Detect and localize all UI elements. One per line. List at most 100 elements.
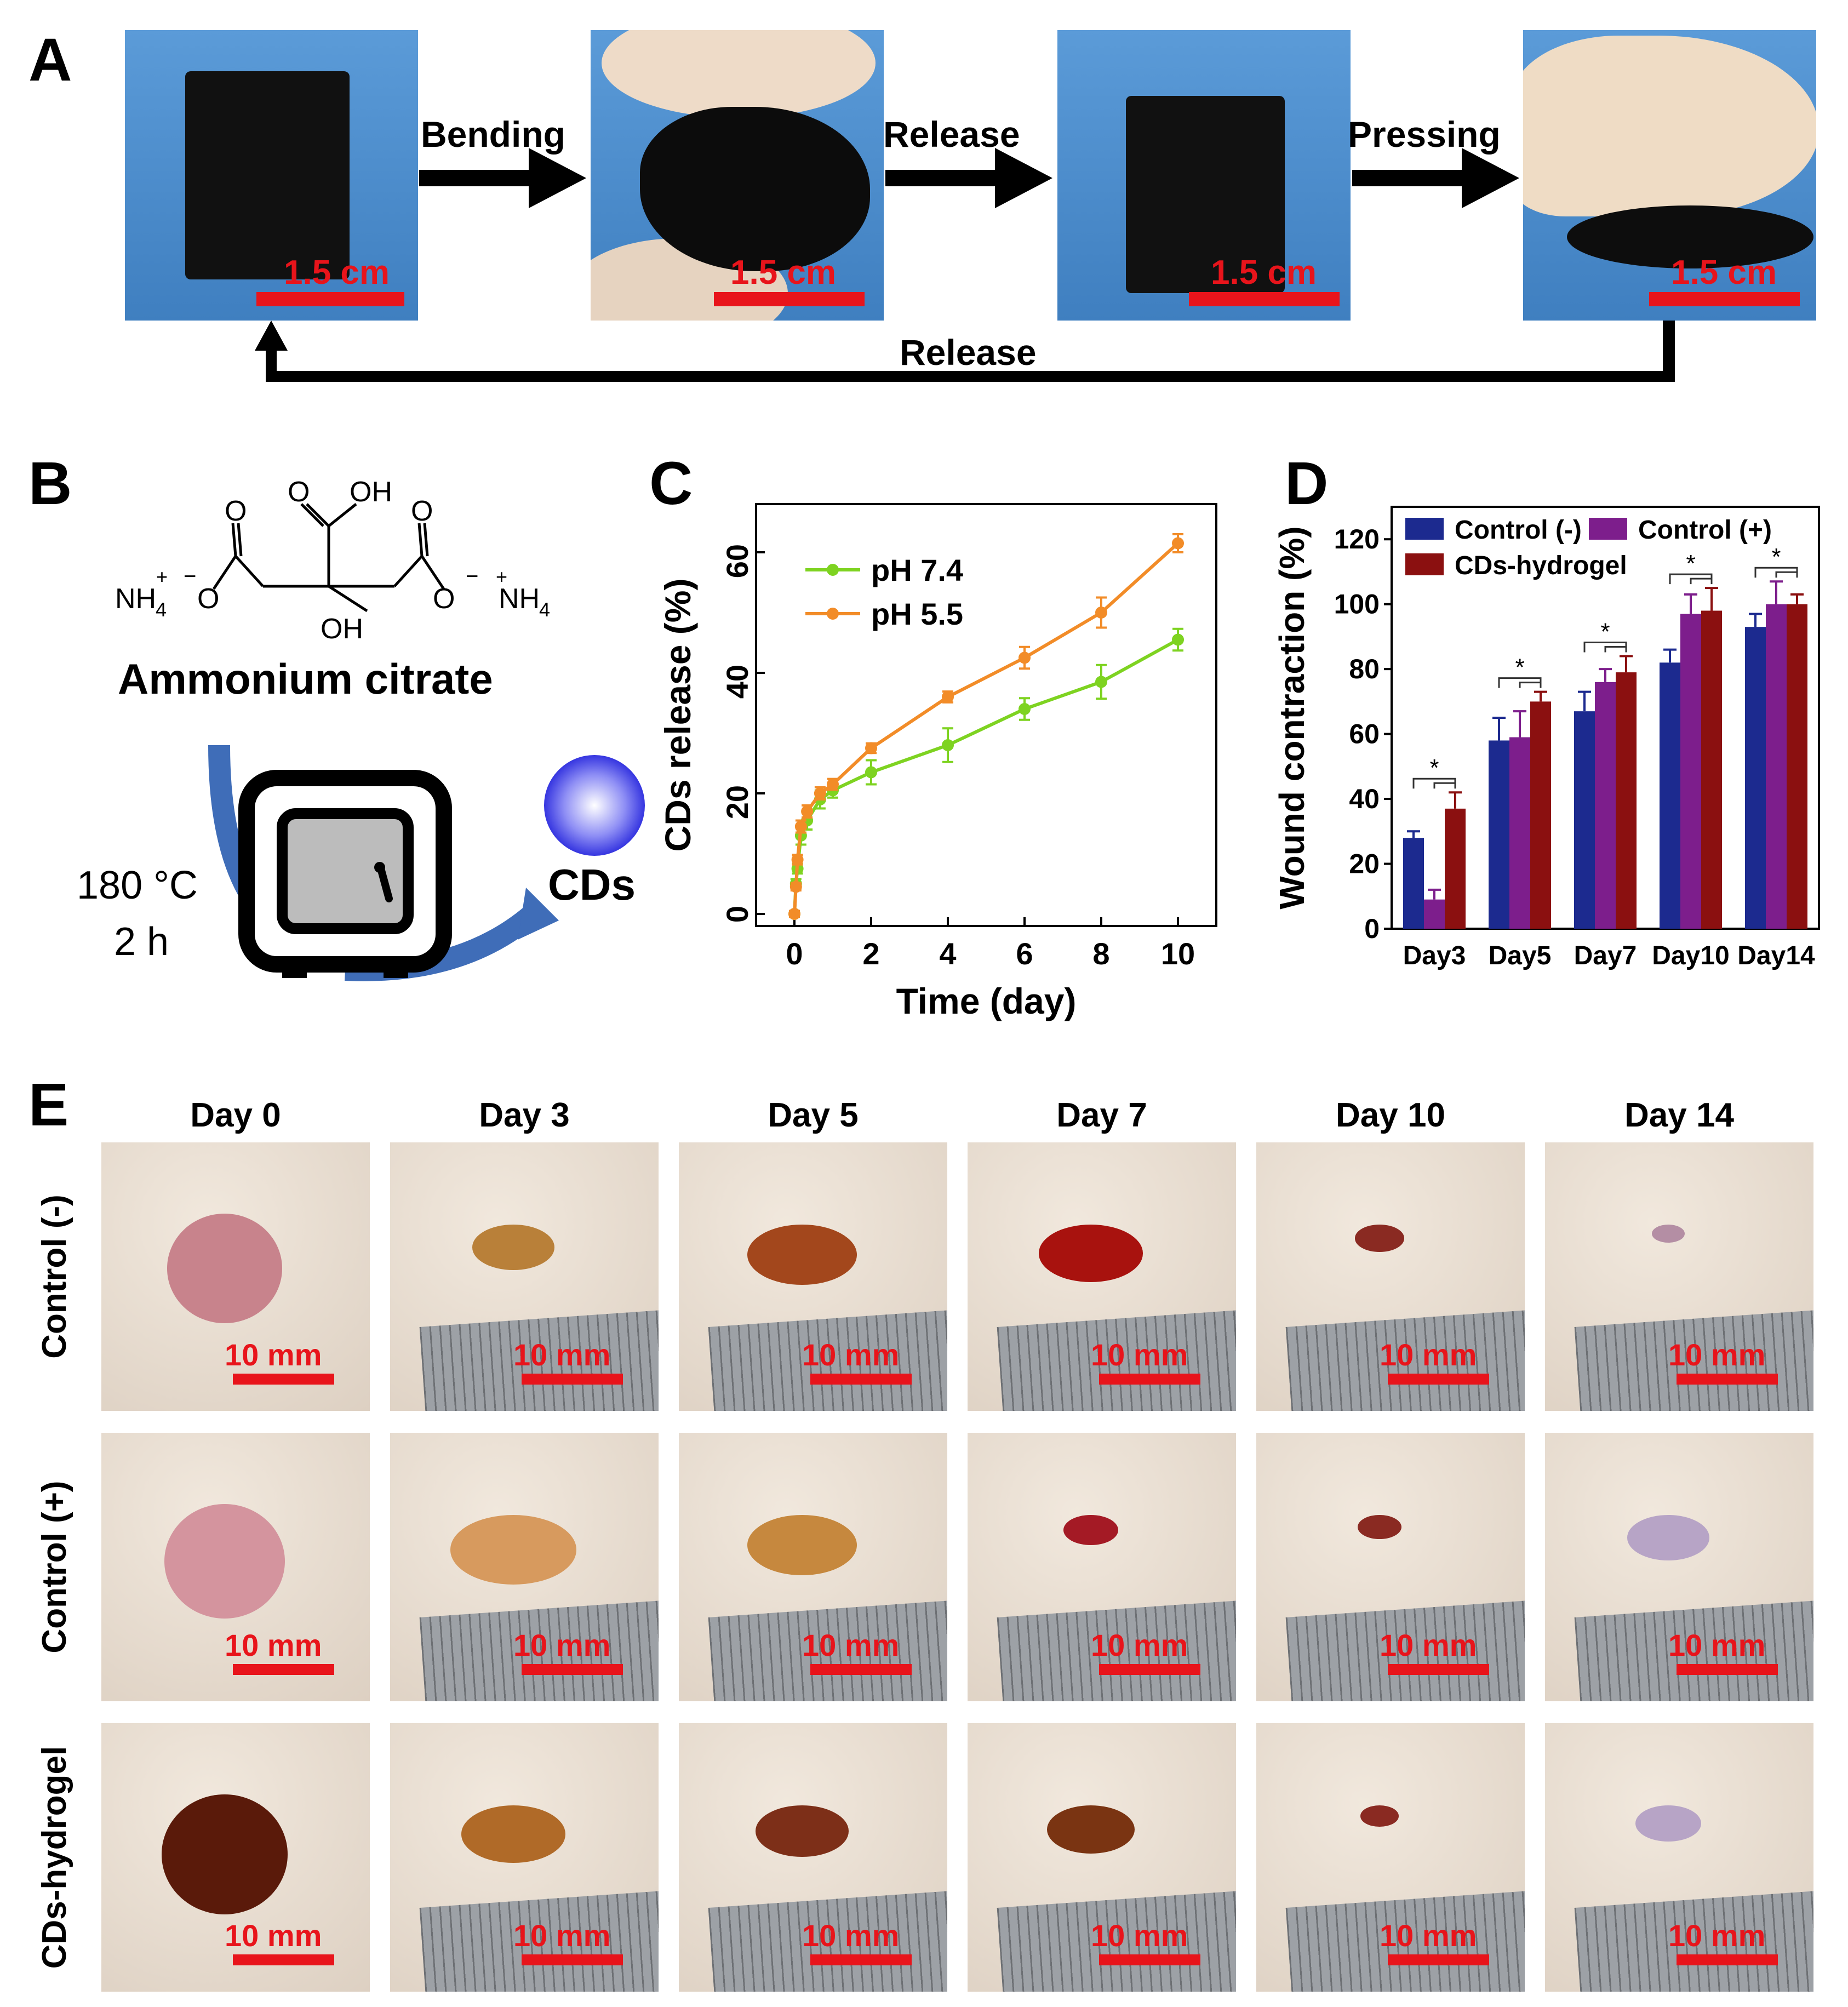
y-tick-label: 120	[1334, 524, 1380, 554]
data-point	[865, 742, 877, 754]
x-tick-label: 0	[786, 936, 803, 971]
wound-photo: 10 mm	[390, 1142, 659, 1411]
wound	[1039, 1225, 1143, 1282]
wound-photo: 10 mm	[390, 1723, 659, 1992]
column-header: Day 14	[1624, 1096, 1734, 1134]
arrow-return-release	[255, 321, 1675, 382]
scale-label: 10 mm	[802, 1918, 900, 1953]
scale-label: 10 mm	[513, 1918, 611, 1953]
scale-bar	[1677, 1954, 1778, 1965]
scale-bar	[1388, 1954, 1489, 1965]
bar	[1701, 610, 1722, 929]
scale-label: 1.5 cm	[284, 254, 390, 291]
legend-label: Control (+)	[1638, 516, 1772, 545]
wound-photo: 10 mm	[1256, 1723, 1525, 1992]
bar	[1574, 711, 1595, 929]
column-header: Day 7	[1056, 1096, 1147, 1134]
scale-label: 10 mm	[513, 1337, 611, 1372]
scale-bar	[810, 1374, 912, 1385]
series-line	[793, 638, 1179, 914]
scale-bar	[1677, 1374, 1778, 1385]
scale-bar	[714, 292, 865, 306]
scale-bar	[233, 1664, 334, 1675]
column-header: Day 3	[479, 1096, 570, 1134]
wound	[162, 1794, 288, 1914]
wound	[747, 1225, 857, 1285]
data-point	[1172, 633, 1184, 646]
y-tick-label: 40	[720, 665, 754, 699]
x-tick-label: Day14	[1737, 941, 1815, 970]
data-point	[1095, 607, 1107, 619]
y-tick-label: 40	[1349, 784, 1380, 814]
bar	[1595, 682, 1616, 929]
y-axis-label: Wound contraction (%)	[1272, 526, 1312, 909]
legend-marker	[827, 564, 839, 576]
wound-photo: 10 mm	[968, 1433, 1236, 1701]
scale-label: 10 mm	[513, 1628, 611, 1662]
scale-bar	[233, 1954, 334, 1965]
bar	[1489, 740, 1509, 929]
gel-cylinder	[185, 71, 350, 279]
data-point	[942, 691, 954, 703]
wound	[461, 1805, 565, 1863]
significance-marker: *	[1515, 654, 1524, 681]
plot-frame	[755, 503, 1217, 927]
bar	[1680, 614, 1701, 929]
wound-photo: 10 mm	[390, 1433, 659, 1701]
bar	[1787, 604, 1807, 929]
wound	[167, 1214, 282, 1323]
charge-minus: −	[184, 564, 196, 588]
x-tick-label: 8	[1092, 936, 1109, 971]
wound	[450, 1515, 576, 1585]
wound	[1355, 1225, 1404, 1252]
scale-bar	[522, 1374, 623, 1385]
legend-label: CDs-hydrogel	[1455, 551, 1627, 580]
scale-label: 10 mm	[1380, 1337, 1477, 1372]
bar	[1445, 808, 1466, 929]
cds-particle	[544, 755, 645, 856]
scale-label: 1.5 cm	[730, 254, 837, 291]
scale-label: 10 mm	[1091, 1628, 1188, 1662]
wound-photo: 10 mm	[968, 1723, 1236, 1992]
row-header: Control (+)	[36, 1480, 73, 1654]
scale-bar	[1099, 1954, 1200, 1965]
scale-bar	[1649, 292, 1800, 306]
panel-a-letter: A	[28, 26, 72, 94]
ammonium-subscript: 4	[156, 598, 167, 621]
legend-swatch	[1405, 553, 1444, 575]
wound	[1358, 1515, 1401, 1539]
arrow-label-bending: Bending	[421, 114, 565, 155]
scale-label: 1.5 cm	[1671, 254, 1777, 291]
wound-photo: 10 mm	[968, 1142, 1236, 1411]
significance-marker: *	[1771, 544, 1781, 570]
wound-photo: 10 mm	[679, 1723, 947, 1992]
wound-photo: 10 mm	[679, 1433, 947, 1701]
data-point	[801, 805, 814, 817]
bar	[1403, 838, 1424, 929]
wound	[747, 1515, 857, 1575]
column-header: Day 10	[1336, 1096, 1445, 1134]
wound	[1627, 1515, 1709, 1560]
legend-label: pH 7.4	[871, 553, 963, 587]
y-tick-label: 20	[1349, 849, 1380, 879]
scale-label: 10 mm	[1668, 1337, 1766, 1372]
scale-bar	[1677, 1664, 1778, 1675]
scale-label: 10 mm	[225, 1628, 322, 1662]
bar	[1745, 627, 1766, 929]
scale-label: 1.5 cm	[1211, 254, 1317, 291]
oven-reaction-diagram	[208, 745, 559, 981]
reaction-temperature: 180 °C	[77, 864, 198, 907]
scale-label: 10 mm	[1380, 1918, 1477, 1953]
bar	[1424, 899, 1445, 929]
panel-e-letter: E	[28, 1071, 69, 1139]
legend-label: pH 5.5	[871, 597, 963, 631]
molecule-name: Ammonium citrate	[118, 655, 493, 703]
charge-minus: −	[466, 564, 478, 588]
bar	[1766, 604, 1787, 929]
atom-o: O	[225, 495, 247, 527]
x-tick-label: Day7	[1574, 941, 1637, 970]
scale-bar	[810, 1664, 912, 1675]
data-point	[827, 778, 839, 791]
